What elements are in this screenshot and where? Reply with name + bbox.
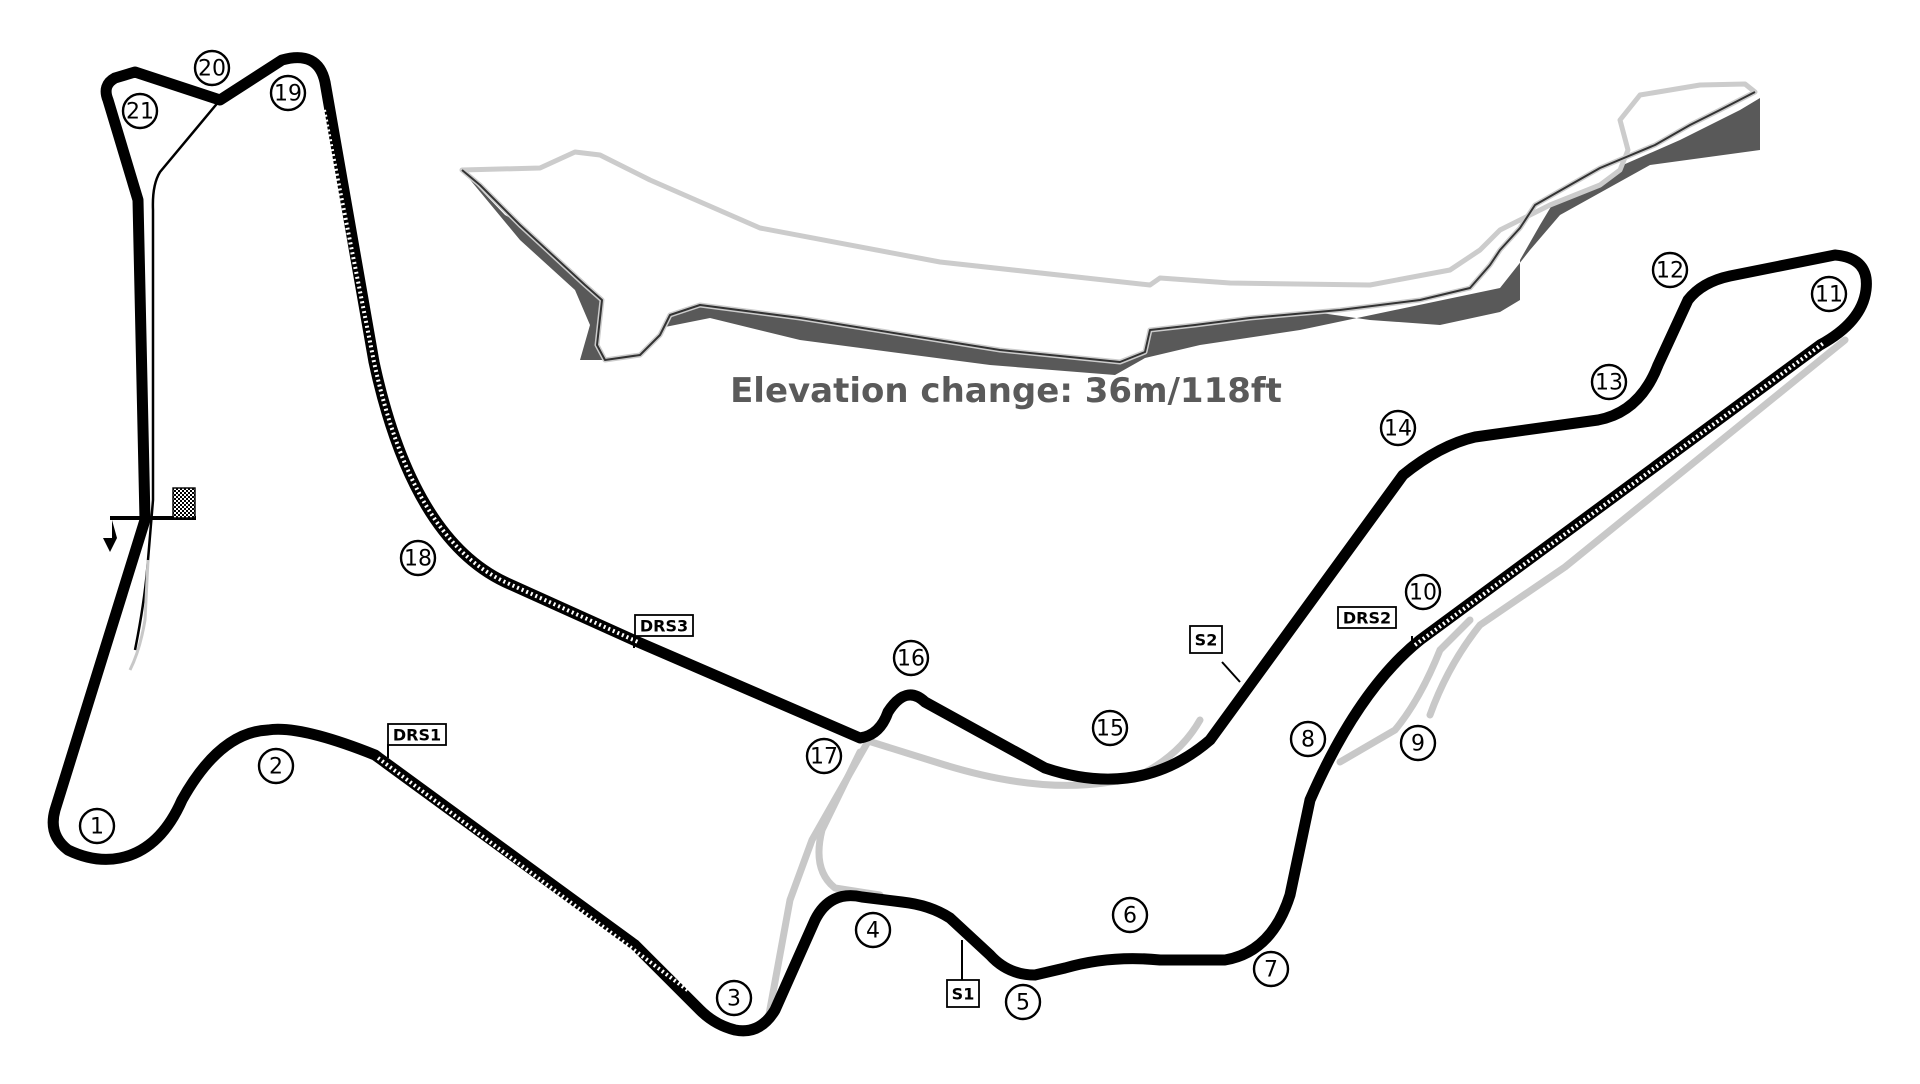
pitlane [133,99,221,651]
elevation-change-label: Elevation change: 36m/118ft [730,371,1282,411]
turn-number: 20 [198,57,226,82]
turn-number: 14 [1384,417,1412,442]
turn-circle [1091,709,1129,747]
turn-marker-11: 11 [1810,275,1848,313]
turn-circle [257,747,295,785]
turn-circle [1111,896,1149,934]
turn-marker-19: 19 [269,74,307,112]
turn-marker-13: 13 [1590,363,1628,401]
turn-marker-1: 1 [78,807,116,845]
turn-circle [1399,724,1437,762]
turn-number: 12 [1656,259,1684,284]
turn-number: 4 [866,919,880,944]
turn-circle [121,92,159,130]
turn-circle [78,807,116,845]
turn-circle [399,539,437,577]
turn-marker-21: 21 [121,92,159,130]
drs-2-label: DRS2 [1343,609,1391,628]
turn-number: 17 [810,745,838,770]
elevation-top-outline [461,91,1756,363]
elevation-profile: Elevation change: 36m/118ft [459,81,1760,411]
checkered-flag-icon [172,487,196,519]
turn-circle [1379,409,1417,447]
sector-1-box [946,979,980,1008]
turn-circle [1404,573,1442,611]
turn-circle [193,49,231,87]
turn-circle [1252,950,1290,988]
sector-2-label: S2 [1195,631,1218,650]
runoff-road-17-to-3 [764,734,874,1024]
arrow-down-icon [103,520,117,552]
turn-marker-6: 6 [1111,896,1149,934]
turn-marker-20: 20 [193,49,231,87]
track-main [47,52,1872,1037]
runoff-road-9-11 [1426,336,1849,719]
turn-number: 7 [1264,958,1278,983]
drs-3-label: DRS3 [640,617,688,636]
turn-marker-18: 18 [399,539,437,577]
turn-circle [1289,720,1327,758]
sector-2-box [1189,625,1223,654]
runoff-road-8-9 [1336,616,1474,766]
turn-number: 9 [1411,732,1425,757]
turn-number: 19 [274,82,302,107]
elevation-top-surface [459,81,1758,365]
turn-circle [1810,275,1848,313]
turn-marker-10: 10 [1404,573,1442,611]
turn-number: 5 [1016,991,1030,1016]
turn-circle [269,74,307,112]
turn-number: 18 [404,547,432,572]
turn-number: 2 [269,755,283,780]
sector-markers: S1 S2 [946,625,1241,1008]
turn-marker-14: 14 [1379,409,1417,447]
turn-circle [1590,363,1628,401]
drs-zone-1 [376,756,692,994]
turn-circle [1651,251,1689,289]
turn-number: 3 [727,987,741,1012]
turn-marker-15: 15 [1091,709,1129,747]
turn-number: 8 [1301,728,1315,753]
sector-1-label: S1 [952,985,975,1004]
drs-zones [322,109,1827,994]
sector-2-leader [1221,661,1241,683]
pitlane-inner [128,559,150,671]
turn-marker-12: 12 [1651,251,1689,289]
turn-number: 6 [1123,904,1137,929]
runoff-road-17-to-4 [815,748,884,899]
turn-number: 21 [126,100,154,125]
turn-number: 10 [1409,581,1437,606]
drs-3-box [634,614,694,637]
turn-marker-4: 4 [854,911,892,949]
turn-circle [715,979,753,1017]
turn-marker-8: 8 [1289,720,1327,758]
turn-marker-7: 7 [1252,950,1290,988]
turn-marker-17: 17 [805,737,843,775]
turn-marker-9: 9 [1399,724,1437,762]
turn-marker-16: 16 [892,639,930,677]
turn-number: 1 [90,815,104,840]
turn-circle [854,911,892,949]
turn-marker-2: 2 [257,747,295,785]
turn-circle [892,639,930,677]
start-finish [103,487,196,552]
turn-circle [805,737,843,775]
turn-number: 16 [897,647,925,672]
drs-1-box [387,723,447,746]
drs-2-box [1337,606,1397,629]
turn-number: 13 [1595,371,1623,396]
turn-number: 11 [1815,283,1843,308]
turn-marker-3: 3 [715,979,753,1017]
turn-number: 15 [1096,717,1124,742]
drs-1-label: DRS1 [393,726,441,745]
drs-labels: DRS1 DRS2 DRS3 [387,606,1413,758]
turn-marker-5: 5 [1004,983,1042,1021]
turn-circle [1004,983,1042,1021]
